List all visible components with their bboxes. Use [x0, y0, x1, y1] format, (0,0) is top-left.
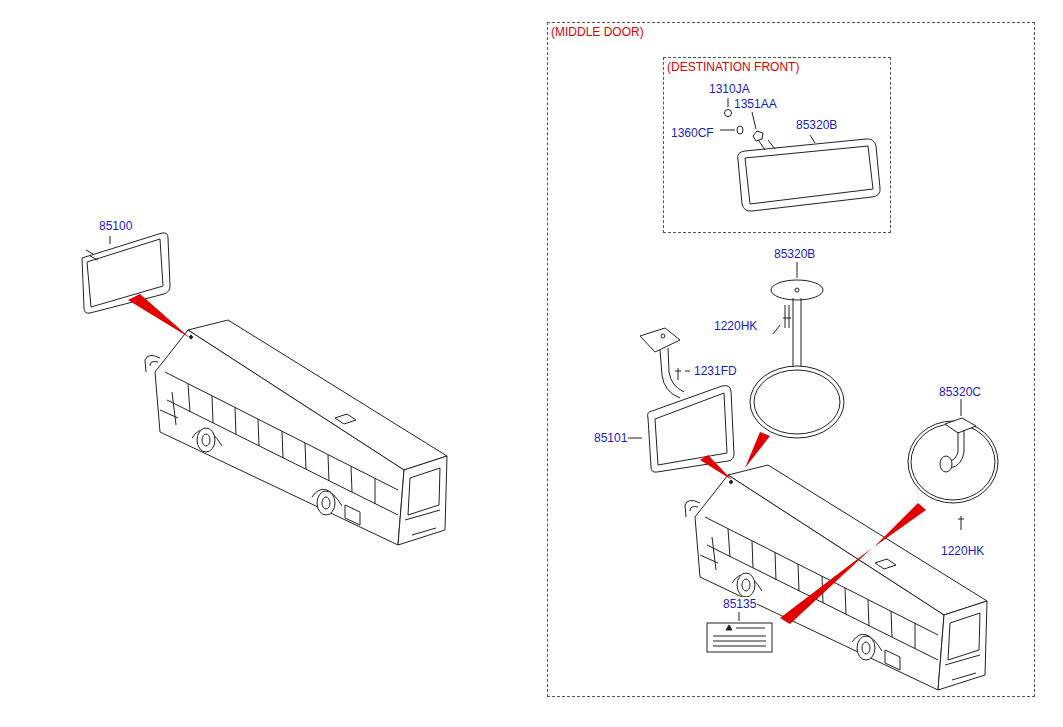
mirror-drawing: [82, 233, 170, 313]
mirror-drawing: [750, 262, 844, 438]
part-number: 1351AA: [733, 97, 778, 111]
dashed-region: (MIDDLE DOOR) (DESTINATION FRONT): [547, 22, 1035, 697]
bus-drawing: [145, 320, 447, 545]
part-number: 85100: [98, 219, 133, 233]
part-number: 1310JA: [708, 82, 751, 96]
part-number: 85101: [593, 431, 628, 445]
part-number: 1231FD: [693, 364, 738, 378]
part-number: 85135: [722, 597, 757, 611]
part-number: 85320B: [795, 118, 838, 132]
region-heading: (DESTINATION FRONT): [667, 60, 799, 74]
part-number: 1220HK: [713, 319, 758, 333]
part-number: 1360CF: [670, 126, 715, 140]
part-number: 85320C: [938, 385, 982, 399]
mirror-drawing: [640, 328, 734, 472]
part-number: 1220HK: [940, 544, 985, 558]
part-number: 85320B: [773, 247, 816, 261]
region-heading: (MIDDLE DOOR): [551, 25, 644, 39]
dashed-region: (DESTINATION FRONT): [663, 57, 891, 233]
mirror-drawing: [720, 98, 880, 211]
label-plate-drawing: [707, 612, 772, 652]
